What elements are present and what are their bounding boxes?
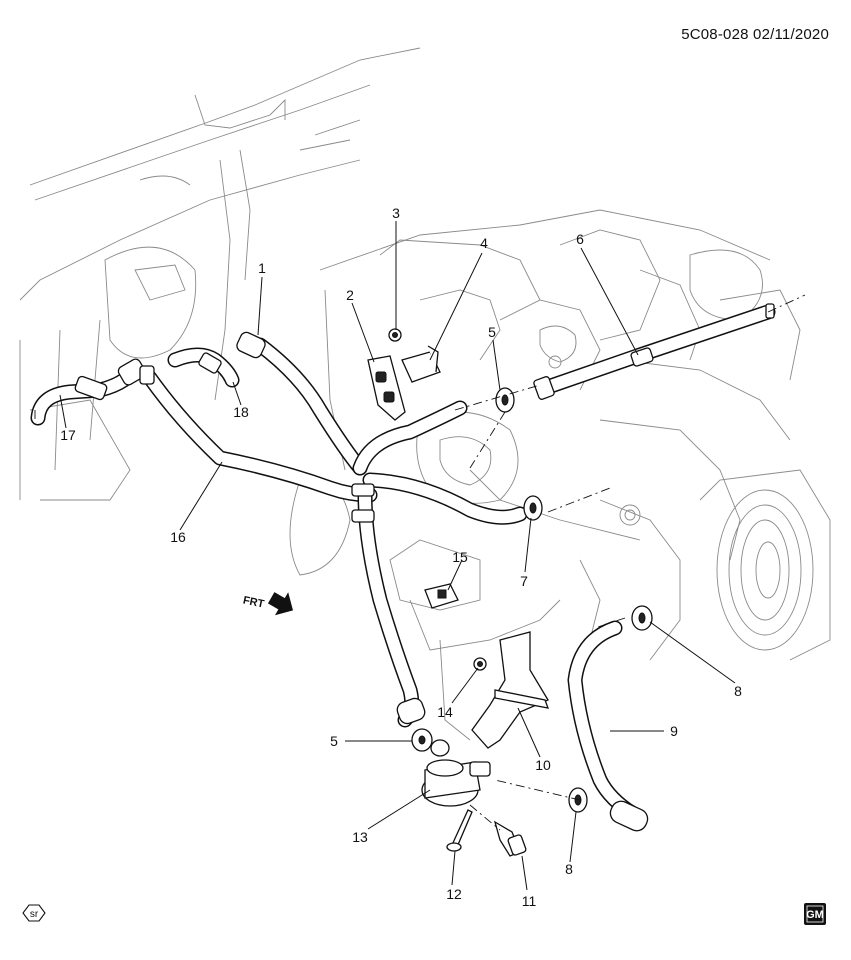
callout-17: 17 [60, 427, 76, 443]
callout-1: 1 [258, 260, 266, 276]
hose-to-pump [357, 487, 420, 728]
callout-13: 13 [352, 829, 368, 845]
callout-7: 7 [520, 573, 528, 589]
callout-14: 14 [437, 704, 453, 720]
hose-16 [142, 370, 378, 503]
clamp-8-lower [568, 787, 588, 813]
callout-9: 9 [670, 723, 678, 739]
connector-11 [493, 820, 527, 857]
assembly-centerlines [34, 294, 806, 831]
document-id: 5C08-028 02/11/2020 [681, 26, 829, 43]
bolt-3 [388, 328, 402, 342]
clamp-5-upper [495, 387, 515, 413]
callout-8-upper: 8 [734, 683, 742, 699]
sr-badge: sr [22, 904, 46, 922]
clip-15 [424, 583, 459, 609]
callout-4: 4 [480, 235, 488, 251]
upper-crossover-hose [352, 400, 528, 525]
front-direction-arrow: FRT [242, 592, 294, 616]
gm-logo: GM [804, 903, 826, 925]
callout-18: 18 [233, 404, 249, 420]
leader-lines [59, 221, 736, 891]
callout-12: 12 [446, 886, 462, 902]
callout-11: 11 [522, 893, 537, 909]
bolt-12 [446, 809, 473, 852]
bracket-2 [367, 355, 406, 421]
bracket-10 [471, 631, 550, 749]
callout-5-upper: 5 [488, 324, 496, 340]
hose-1 [252, 337, 368, 476]
vehicle-body-background [19, 47, 421, 501]
callout-8-lower: 8 [565, 861, 573, 877]
callout-16: 16 [170, 529, 186, 545]
bolt-14 [473, 657, 487, 671]
callout-10: 10 [535, 757, 551, 773]
hose-fittings [74, 303, 775, 832]
sr-badge-label: sr [30, 909, 39, 920]
front-arrow-icon [267, 592, 294, 616]
callout-15: 15 [452, 549, 468, 565]
hose-9 [567, 620, 643, 823]
clamp-8-upper [631, 605, 653, 631]
frt-label: FRT [242, 594, 266, 610]
callout-labels: 1 2 3 4 5 6 7 8 9 10 11 12 13 14 15 16 1… [60, 205, 742, 909]
pipe-6 [537, 304, 776, 396]
clamp-7 [523, 495, 543, 521]
callout-3: 3 [392, 205, 400, 221]
pump-13 [421, 739, 491, 807]
callout-5-lower: 5 [330, 733, 338, 749]
callout-2: 2 [346, 287, 354, 303]
clamp-5-lower [411, 728, 433, 752]
callout-6: 6 [576, 231, 584, 247]
gm-logo-text: GM [806, 909, 824, 921]
